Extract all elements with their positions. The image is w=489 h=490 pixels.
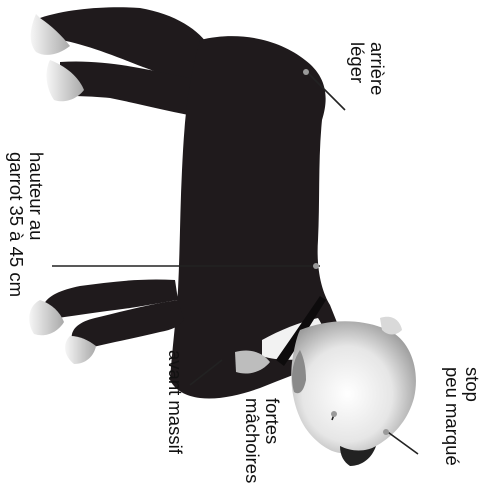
- label-avant-line-1: avant massif: [165, 350, 185, 454]
- stop-line: [385, 430, 418, 454]
- label-machoires-line-2: mâchoires: [242, 398, 262, 483]
- machoires-marker: [331, 411, 337, 417]
- label-arriere-line-1: arrière: [367, 42, 387, 95]
- label-hauteur-line-1: hauteur au: [26, 152, 46, 297]
- front-legs: [29, 279, 184, 364]
- label-machoires-line-1: fortes: [262, 398, 282, 483]
- stop-marker: [383, 429, 389, 435]
- height-marker: [313, 263, 319, 269]
- dog-head: [291, 317, 416, 466]
- label-stop: stop peu marqué: [442, 367, 482, 466]
- label-arriere-line-2: léger: [347, 42, 367, 95]
- arriere-marker: [303, 69, 309, 75]
- label-hauteur-line-2: garrot 35 à 45 cm: [6, 152, 26, 297]
- label-hauteur: hauteur au garrot 35 à 45 cm: [6, 152, 46, 297]
- label-stop-line-1: stop: [462, 367, 482, 466]
- label-arriere: arrière léger: [347, 42, 387, 95]
- label-avant: avant massif: [165, 350, 185, 454]
- label-machoires: fortes mâchoires: [242, 398, 282, 483]
- label-stop-line-2: peu marqué: [442, 367, 462, 466]
